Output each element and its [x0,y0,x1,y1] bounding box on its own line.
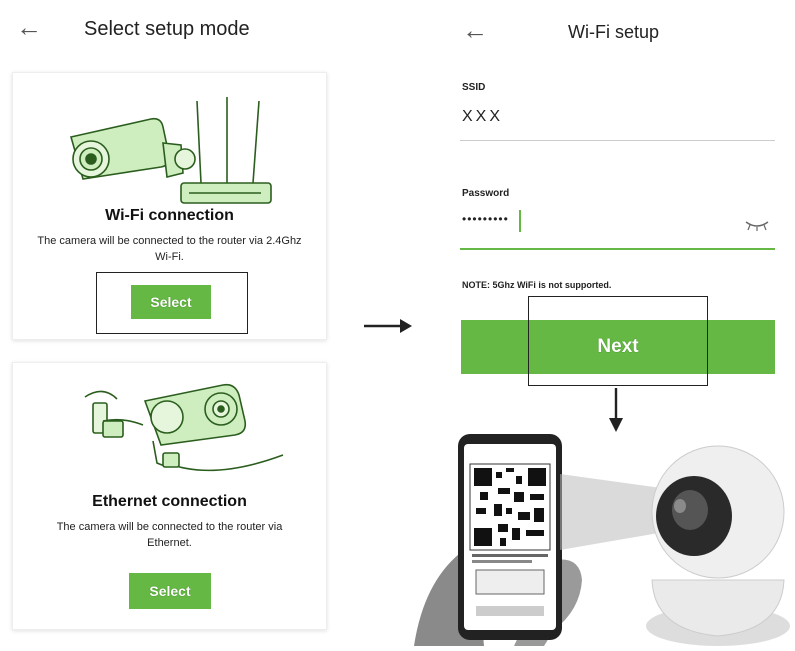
wifi-select-button[interactable]: Select [131,285,211,319]
wifi-connection-card[interactable]: Wi-Fi connection The camera will be conn… [12,72,327,340]
ssid-underline [460,140,775,141]
ethernet-card-description: The camera will be connected to the rout… [56,521,283,549]
highlight-box [528,296,708,386]
ethernet-card-title: Ethernet connection [92,493,247,510]
text-cursor [519,210,521,232]
scan-qr-illustration [414,434,790,646]
wifi-card-description: The camera will be connected to the rout… [37,235,302,263]
back-arrow-icon[interactable]: ← [16,12,42,42]
ethernet-select-button[interactable]: Select [129,573,211,609]
password-input[interactable]: ••••••••• [462,212,509,226]
eye-closed-icon[interactable] [744,218,770,232]
highlight-box [96,272,248,334]
back-arrow-icon[interactable]: ← [462,15,488,45]
password-label: Password [462,188,510,199]
arrow-right-icon [364,319,412,333]
dome-camera-icon [646,445,790,646]
wifi-note: NOTE: 5Ghz WiFi is not supported. [462,280,612,290]
ssid-label: SSID [462,82,486,93]
phone-qr-code-icon [458,434,562,640]
wifi-card-title: Wi-Fi connection [105,207,234,224]
camera-ethernet-cable-icon [84,383,284,472]
page-title: Select setup mode [84,18,250,40]
ssid-input[interactable]: XXX [462,108,504,125]
password-underline [460,248,775,250]
ethernet-connection-card[interactable]: Ethernet connection The camera will be c… [12,362,327,630]
page-title: Wi-Fi setup [568,22,660,42]
camera-router-icon [69,97,272,204]
next-button[interactable]: Next [461,320,775,374]
arrow-down-icon [609,388,623,432]
